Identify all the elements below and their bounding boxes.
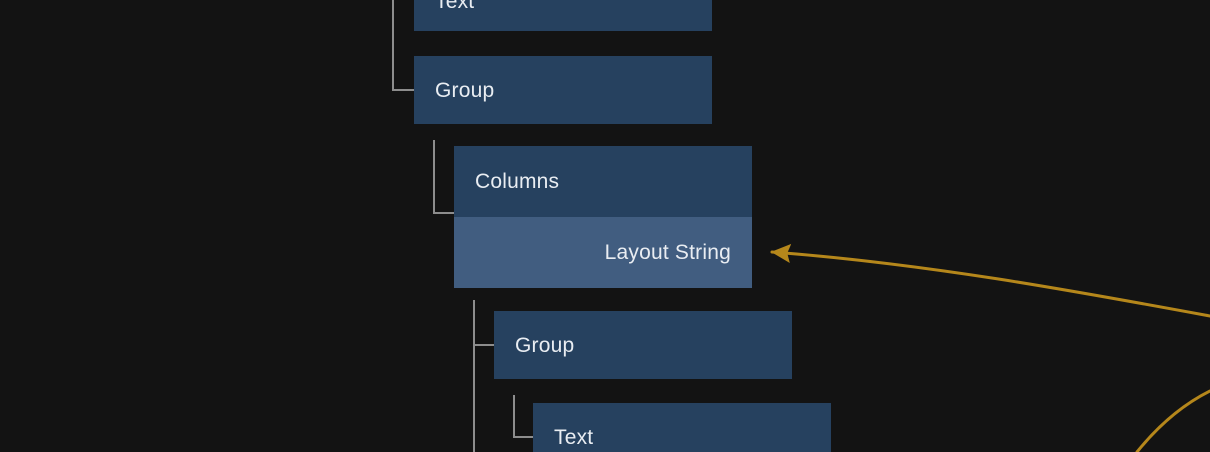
tree-node-label: Columns xyxy=(475,170,560,193)
tree-node-label: Layout String xyxy=(604,241,731,264)
tree-node-label: Text xyxy=(435,0,475,13)
tree-node-label: Group xyxy=(435,78,495,102)
tree-node-text-top[interactable]: Text xyxy=(414,0,712,31)
tree-node-group-2[interactable]: Group xyxy=(494,311,792,379)
tree-node-label: Group xyxy=(515,333,575,357)
arrow-lower-right xyxy=(1135,389,1210,452)
tree-node-text-bottom[interactable]: Text xyxy=(533,403,831,452)
arrow-to-layout-string xyxy=(770,243,1210,318)
tree-node-label: Text xyxy=(554,425,594,449)
tree-node-columns[interactable]: Columns xyxy=(454,146,752,217)
tree-connector-group-1 xyxy=(392,0,414,91)
tree-connector-columns xyxy=(433,140,454,214)
tree-node-group-1[interactable]: Group xyxy=(414,56,712,124)
tree-connector-group-2 xyxy=(473,300,494,452)
tree-connector-text-bottom xyxy=(513,395,533,438)
tree-node-layout-string[interactable]: Layout String xyxy=(454,217,752,288)
